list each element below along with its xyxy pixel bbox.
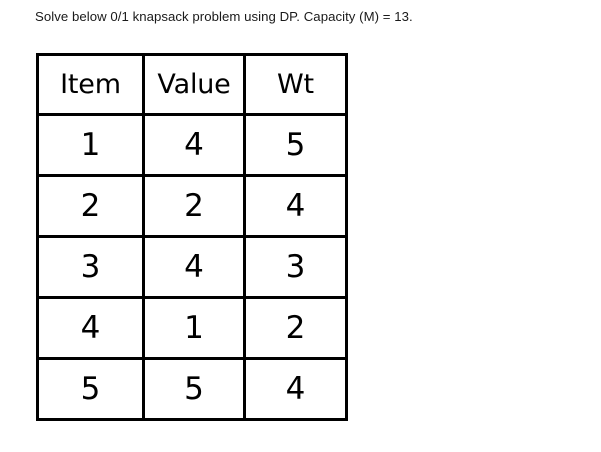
table-row: 3 4 3 [36, 235, 348, 299]
column-header-item: Item [36, 53, 145, 116]
cell-value: 4 [142, 235, 246, 299]
table-row: 2 2 4 [36, 174, 348, 238]
column-header-value: Value [142, 53, 246, 116]
cell-item: 3 [36, 235, 145, 299]
table-row: 5 5 4 [36, 357, 348, 421]
knapsack-items-table-container: Item Value Wt 1 4 5 2 2 4 3 4 3 4 [36, 53, 348, 421]
cell-wt: 5 [243, 113, 348, 177]
cell-wt: 4 [243, 357, 348, 421]
cell-item: 2 [36, 174, 145, 238]
cell-value: 4 [142, 113, 246, 177]
cell-wt: 2 [243, 296, 348, 360]
knapsack-items-table: Item Value Wt 1 4 5 2 2 4 3 4 3 4 [36, 53, 348, 421]
cell-item: 1 [36, 113, 145, 177]
table-row: 4 1 2 [36, 296, 348, 360]
cell-value: 5 [142, 357, 246, 421]
column-header-wt: Wt [243, 53, 348, 116]
cell-wt: 4 [243, 174, 348, 238]
problem-statement: Solve below 0/1 knapsack problem using D… [35, 9, 413, 24]
cell-value: 1 [142, 296, 246, 360]
cell-wt: 3 [243, 235, 348, 299]
table-header-row: Item Value Wt [36, 53, 348, 116]
table-row: 1 4 5 [36, 113, 348, 177]
cell-item: 4 [36, 296, 145, 360]
cell-item: 5 [36, 357, 145, 421]
cell-value: 2 [142, 174, 246, 238]
